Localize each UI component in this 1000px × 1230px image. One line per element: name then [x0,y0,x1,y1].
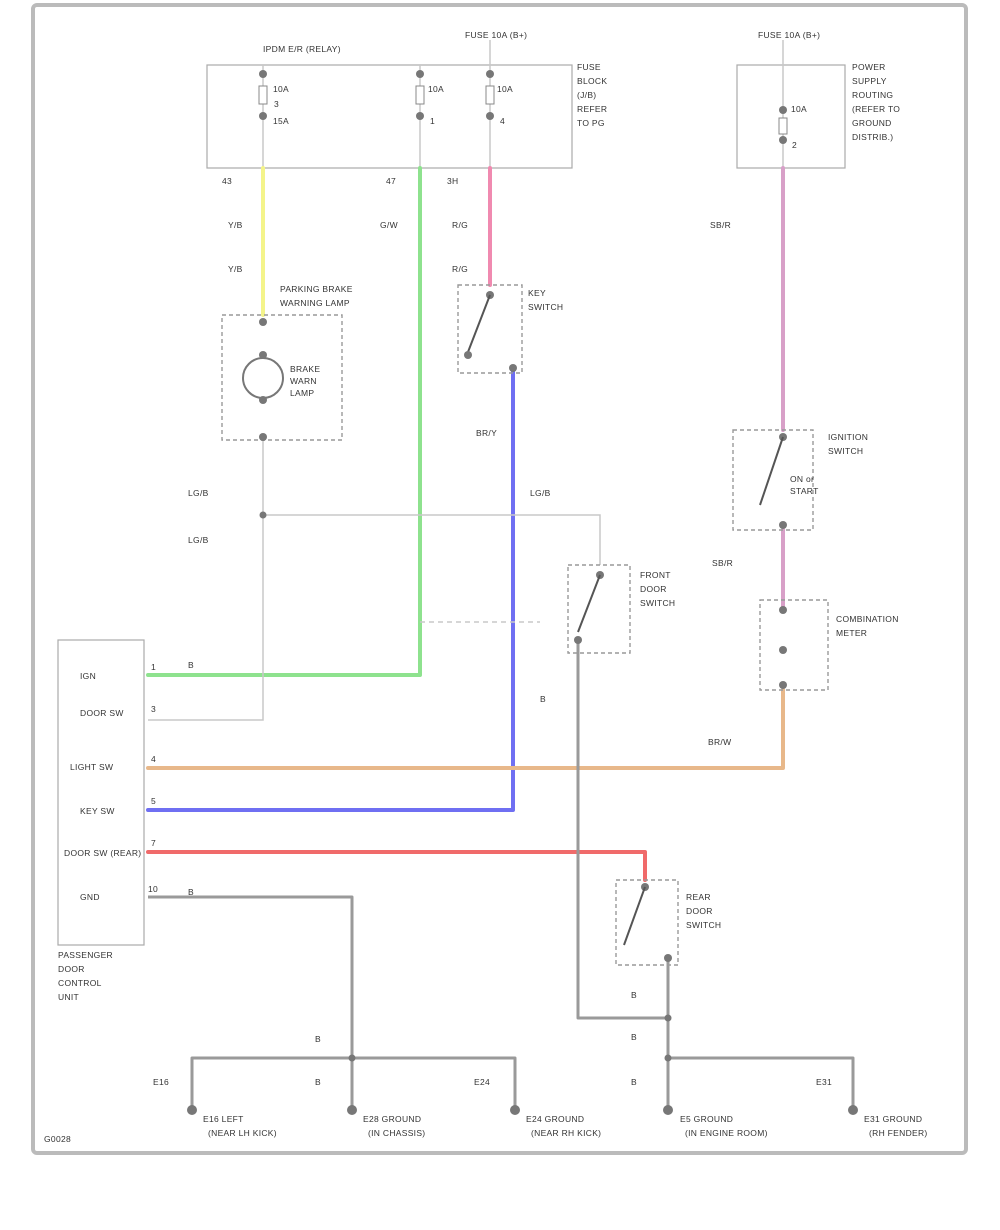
cu-pin-name-0: IGN [80,671,96,681]
wire-lgb-branch [263,514,601,565]
wire-lgb [148,440,264,721]
rear-door-switch [615,879,679,966]
label-g-3: B [631,1032,637,1042]
rear-door-label: REAR DOOR SWITCH [686,892,721,930]
fuse-rating-3: 10A [428,84,444,94]
ground-label-1: E28 GROUND(IN CHASSIS) [363,1114,425,1138]
label-blu: BR/Y [476,428,497,438]
label-lgb-3: LG/B [530,488,551,498]
label-yel-2: Y/B [228,264,243,274]
combination-meter [759,599,829,691]
terminal-left: 43 [222,176,232,186]
wire-ground-door [576,640,668,1020]
label-yel-1: Y/B [228,220,243,230]
fuse-rating-4: 10A [497,84,513,94]
cu-pin-name-5: GND [80,892,100,902]
fuse-box-right: FUSE 10A (B+) [736,30,846,169]
indicator-inner: BRAKE WARN LAMP [290,364,323,398]
label-cu-gnd: B [188,887,194,897]
label-lgb-2: LG/B [188,535,209,545]
ipdm-label: IPDM E/R (RELAY) [263,44,341,54]
label-g-2: B [631,990,637,1000]
fuse-rating-2: 15A [273,116,289,126]
front-door-label: FRONT DOOR SWITCH [640,570,675,608]
label-g-5: B [315,1077,321,1087]
ignition-inner: ON or START [790,474,819,496]
label-cu-grn: B [188,660,194,670]
ground-labels: E16 LEFT(NEAR LH KICK) E28 GROUND(IN CHA… [203,1114,928,1138]
combination-meter-label: COMBINATION METER [836,614,901,638]
cu-pin-num-0: 1 [151,662,156,672]
label-g-6: B [631,1077,637,1087]
fuse-elements [258,40,788,168]
front-door-switch [567,564,631,654]
label-lgb-1: LG/B [188,488,209,498]
key-switch-label: KEY SWITCH [528,288,563,312]
label-sb-top: SB/R [710,220,731,230]
terminal-mid: 47 [386,176,396,186]
label-grn: G/W [380,220,398,230]
label-g-1: B [540,694,546,704]
ground-symbols [187,511,858,1115]
fuse-b-label: FUSE 10A (B+) [758,30,820,40]
wire-blue [146,366,515,812]
ground-bus-right [668,1056,855,1110]
control-unit-pins: IGN 1 DOOR SW 3 LIGHT SW 4 KEY SW 5 DOOR… [64,662,158,902]
ignition-label: IGNITION SWITCH [828,432,871,456]
cu-pin-num-1: 3 [151,704,156,714]
cu-pin-name-4: DOOR SW (REAR) [64,848,141,858]
cu-pin-num-4: 7 [151,838,156,848]
control-unit [57,639,145,946]
indicator-lamp [221,314,343,441]
wire-orange [146,688,785,770]
wire-ground-cu [148,895,354,1110]
fuse-pin-1: 3 [274,99,279,109]
wire-red [146,850,647,882]
diagram-frame [31,3,968,1155]
label-g-4: B [315,1034,321,1044]
cu-pin-num-5: 10 [148,884,158,894]
ground-tag-2: E24 [474,1077,490,1087]
fuse-note: FUSE BLOCK (J/B) REFER TO PG [577,62,610,128]
ground-tag-4: E31 [816,1077,832,1087]
fuse-rating-1: 10A [273,84,289,94]
key-switch [457,284,523,374]
fuse-box-main: IPDM E/R (RELAY) FUSE 10A (B+) [206,30,573,169]
terminal-right: 3H [447,176,458,186]
ignition-switch [732,429,814,531]
ground-tag-0: E16 [153,1077,169,1087]
indicator-label: PARKING BRAKE WARNING LAMP [280,284,355,308]
ground-tags: E16 E24 E31 [153,1077,832,1087]
ground-label-4: E31 GROUND(RH FENDER) [864,1114,928,1138]
cu-pin-name-2: LIGHT SW [70,762,113,772]
ground-label-0: E16 LEFT(NEAR LH KICK) [203,1114,277,1138]
label-pink-2: R/G [452,264,468,274]
wire-green [146,166,422,677]
fuse-rating-5: 10A [791,104,807,114]
diagram-id: G0028 [44,1134,71,1144]
fuse-pin-4: 2 [792,140,797,150]
label-pink-1: R/G [452,220,468,230]
label-brw: BR/W [708,737,731,747]
cu-pin-num-3: 5 [151,796,156,806]
power-note: POWER SUPPLY ROUTING (REFER TO GROUND DI… [852,62,903,142]
fuse-a-label: FUSE 10A (B+) [465,30,527,40]
cu-pin-name-1: DOOR SW [80,708,124,718]
label-sbr-mid: SB/R [712,558,733,568]
control-unit-label: PASSENGER DOOR CONTROL UNIT [58,950,116,1002]
fuse-pin-2: 1 [430,116,435,126]
ground-label-2: E24 GROUND(NEAR RH KICK) [526,1114,601,1138]
cu-pin-name-3: KEY SW [80,806,115,816]
ground-label-3: E5 GROUND(IN ENGINE ROOM) [680,1114,768,1138]
fuse-pin-3: 4 [500,116,505,126]
cu-pin-num-2: 4 [151,754,156,764]
wire-labels: Y/B Y/B G/W R/G R/G SB/R BR/Y LG/B LG/B … [188,220,733,1087]
